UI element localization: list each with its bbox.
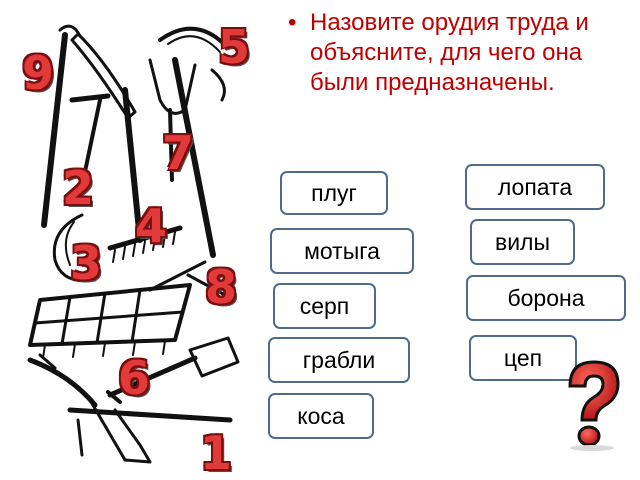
- word-box-motyga[interactable]: мотыга: [270, 228, 414, 274]
- number-label-5: 5: [218, 20, 251, 74]
- word-box-serp[interactable]: серп: [273, 283, 376, 329]
- word-box-vily[interactable]: вилы: [470, 219, 575, 265]
- word-box-kosa[interactable]: коса: [268, 393, 374, 439]
- number-label-3: 3: [70, 236, 103, 290]
- number-label-2: 2: [62, 161, 95, 215]
- word-box-grabli[interactable]: грабли: [268, 337, 410, 383]
- number-label-8: 8: [205, 260, 238, 314]
- question-item: • Назовите орудия труда и объясните, для…: [288, 8, 628, 98]
- word-box-borona[interactable]: борона: [466, 275, 626, 321]
- word-box-plug[interactable]: плуг: [280, 171, 388, 215]
- question-mark-icon: [568, 360, 620, 451]
- word-box-tsep[interactable]: цеп: [469, 335, 577, 381]
- number-label-1: 1: [200, 426, 233, 480]
- question-text: Назовите орудия труда и объясните, для ч…: [310, 9, 589, 96]
- number-label-6: 6: [118, 351, 151, 405]
- bullet-point: •: [288, 9, 297, 36]
- number-label-4: 4: [135, 199, 168, 253]
- number-label-9: 9: [22, 46, 55, 100]
- word-box-lopata[interactable]: лопата: [465, 164, 605, 210]
- tools-illustration: [27, 24, 240, 464]
- question-list: • Назовите орудия труда и объясните, для…: [288, 8, 628, 98]
- number-label-7: 7: [162, 126, 195, 180]
